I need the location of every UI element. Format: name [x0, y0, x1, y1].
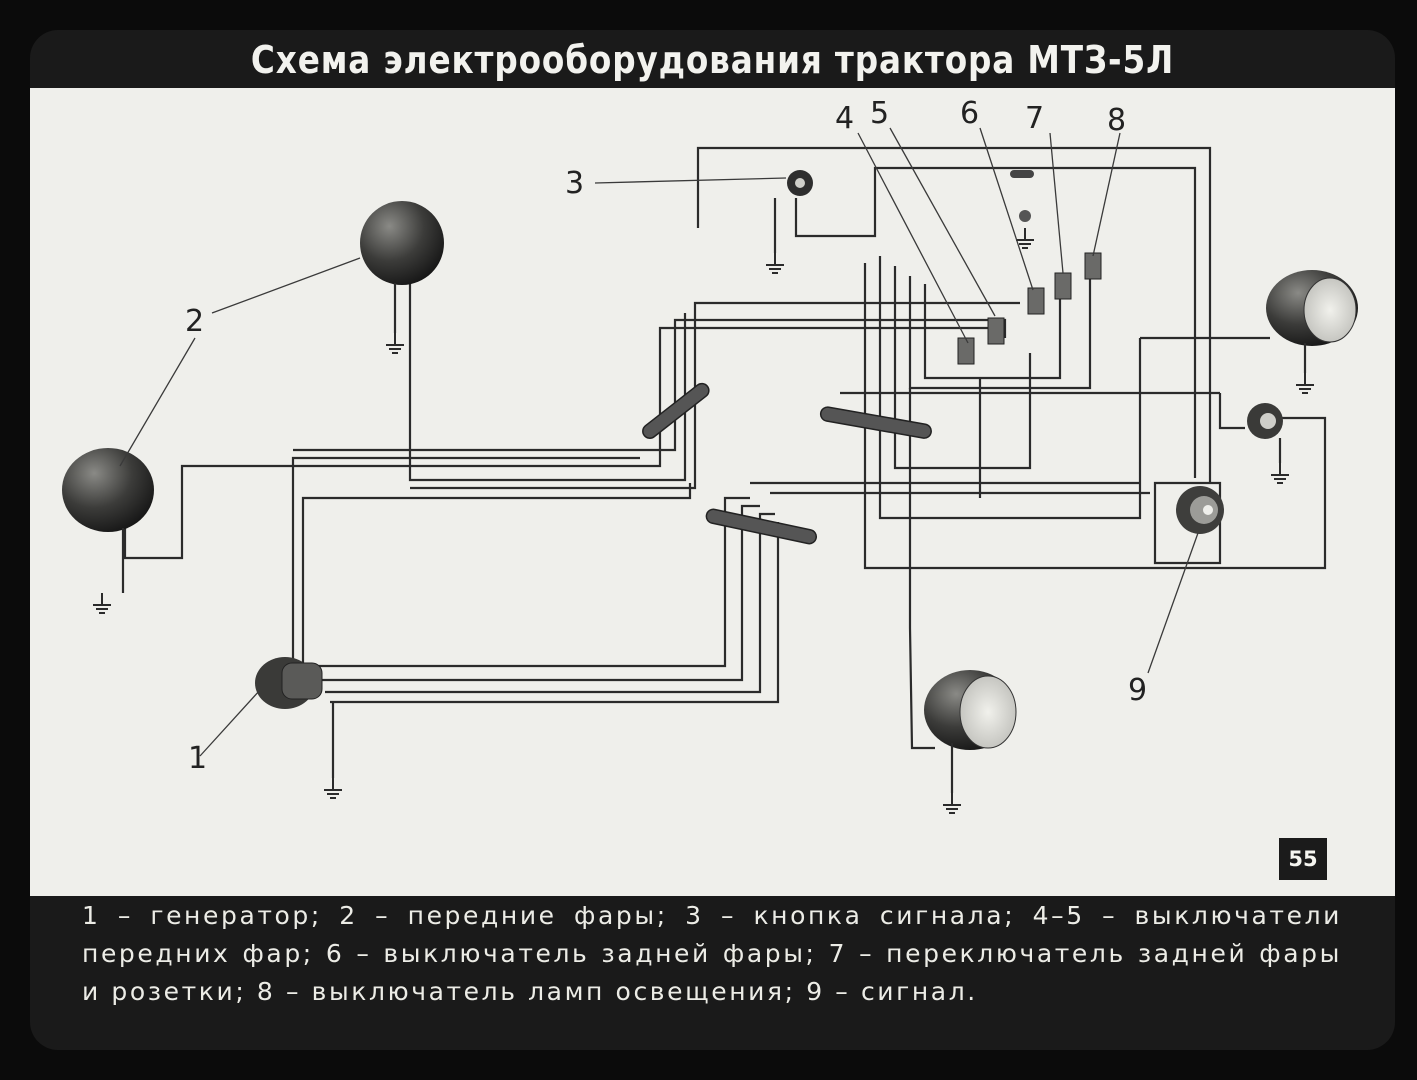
- front-headlamp-left: [62, 448, 154, 614]
- switch-8: [1084, 252, 1102, 280]
- wiring-diagram: 1 2 3 4 5 6 7 8 9: [62, 96, 1358, 814]
- label-6: 6: [960, 96, 979, 131]
- generator: [255, 657, 343, 799]
- diagram-panel: [30, 88, 1395, 896]
- label-1: 1: [188, 741, 207, 776]
- switch-6: [1027, 287, 1045, 315]
- label-8: 8: [1107, 103, 1126, 138]
- label-4: 4: [835, 101, 854, 136]
- socket-right: [1247, 403, 1290, 484]
- rear-lamp-right: [1266, 270, 1358, 394]
- switch-7: [1054, 272, 1072, 300]
- connector-block-middle: [819, 406, 932, 439]
- label-3: 3: [565, 166, 584, 201]
- switch-5: [987, 317, 1005, 345]
- label-7: 7: [1025, 101, 1044, 136]
- leader-lines: [119, 127, 1199, 757]
- wire-harness: [123, 146, 1327, 750]
- signal-button: [765, 170, 813, 274]
- label-2: 2: [185, 304, 204, 339]
- legend-caption: 1 – генератор; 2 – передние фары; 3 – кн…: [82, 901, 1342, 1006]
- label-9: 9: [1128, 673, 1147, 708]
- rear-lamp-bottom: [924, 670, 1017, 814]
- label-5: 5: [870, 96, 889, 131]
- socket-plug: [1010, 170, 1035, 249]
- page-title: Схема электрооборудования трактора МТЗ-5…: [250, 38, 1175, 82]
- front-headlamp-right: [360, 201, 444, 354]
- connector-block-upper: [642, 382, 710, 439]
- page-number-badge: 55: [1279, 838, 1327, 880]
- switch-4: [957, 337, 975, 365]
- horn-signal: [1176, 486, 1224, 534]
- connector-block-lower: [705, 508, 818, 545]
